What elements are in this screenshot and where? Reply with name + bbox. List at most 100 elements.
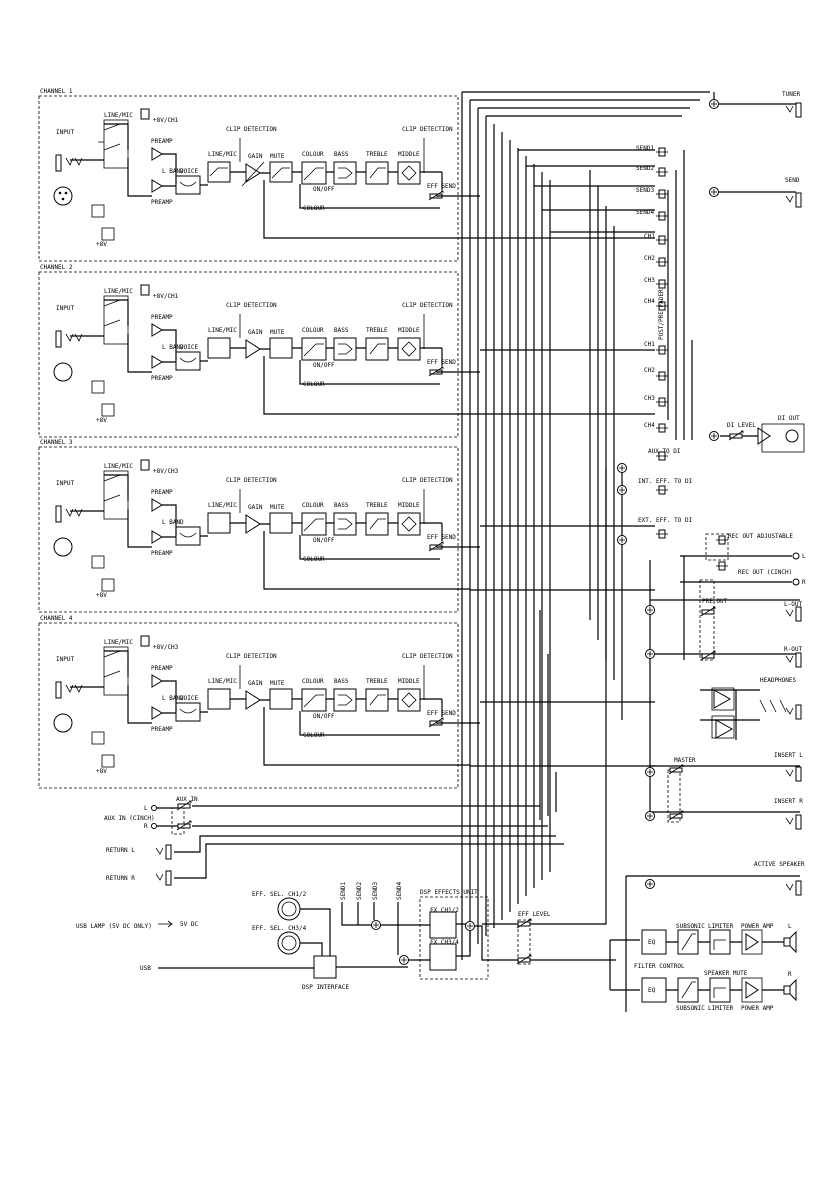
svg-text:LINE/MIC: LINE/MIC	[104, 463, 133, 470]
pre-out-label: PRE OUT	[702, 598, 728, 605]
svg-text:CHANNEL 2: CHANNEL 2	[40, 264, 73, 271]
filter-control-label: FILTER CONTROL	[634, 963, 685, 970]
phantom-v-label: +8V	[96, 241, 107, 248]
svg-text:BASS: BASS	[334, 502, 349, 509]
active-speaker-label: ACTIVE SPEAKER	[754, 861, 805, 868]
post-pre-fader-label: POST/PRE FADER	[658, 289, 665, 340]
svg-text:MIDDLE: MIDDLE	[398, 502, 420, 509]
colour-label: COLOUR	[302, 151, 324, 158]
channel-strip-4: CHANNEL 4 INPUT LINE/MIC +8V/CH3 PREAMP …	[38, 615, 480, 789]
usb-label: USB	[140, 965, 151, 972]
svg-text:TREBLE: TREBLE	[366, 502, 388, 509]
svg-text:MUTE: MUTE	[270, 680, 285, 687]
voice-label: VOICE	[180, 168, 198, 175]
channel-strip-1: CHANNEL 1 INPUT LINE/MIC +8V/CH1 PREAMP …	[38, 88, 480, 262]
eff-level-label: EFF LEVEL	[518, 911, 551, 918]
send4-label: SEND4	[636, 209, 654, 216]
ch3-b-label: CH3	[644, 395, 655, 402]
send1-label: SEND1	[636, 145, 654, 152]
speaker-icon-l	[783, 930, 797, 954]
headphones-jack-icon	[785, 704, 802, 720]
svg-text:TREBLE: TREBLE	[366, 678, 388, 685]
svg-text:L BAND: L BAND	[162, 344, 184, 351]
rec-out-label: REC OUT (CINCH)	[738, 569, 792, 576]
svg-text:CHANNEL 3: CHANNEL 3	[40, 439, 73, 446]
svg-text:GAIN: GAIN	[248, 504, 263, 511]
ch2-b-label: CH2	[644, 367, 655, 374]
return-l-jack-icon	[155, 844, 172, 860]
line-mic-label-2: LINE/MIC	[208, 151, 237, 158]
input-label: INPUT	[56, 129, 74, 136]
svg-text:INPUT: INPUT	[56, 656, 74, 663]
tuner-jack-icon	[785, 102, 802, 118]
tuner-label: TUNER	[782, 91, 800, 98]
aux-l-label: L	[144, 805, 148, 812]
svg-text:COLOUR: COLOUR	[302, 502, 324, 509]
limiter-label-r: LIMITER	[708, 1005, 734, 1012]
aux-r-label: R	[144, 823, 148, 830]
mute-label: MUTE	[270, 153, 285, 160]
return-r-label: RETURN R	[106, 875, 135, 882]
speaker-icon-r	[783, 978, 797, 1002]
svg-text:PREAMP: PREAMP	[151, 375, 173, 382]
return-r-jack-icon	[155, 870, 172, 886]
svg-text:+8V/CH3: +8V/CH3	[153, 644, 179, 651]
clip-detection-label: CLIP DETECTION	[226, 126, 277, 133]
limiter-label-l: LIMITER	[708, 923, 734, 930]
active-speaker-jack-icon	[785, 880, 802, 896]
svg-text:PREAMP: PREAMP	[151, 199, 173, 206]
svg-text:COLOUR: COLOUR	[302, 678, 324, 685]
bus-wiring	[461, 91, 800, 1012]
l-out-label: L-OUT	[784, 601, 802, 608]
svg-text:MIDDLE: MIDDLE	[398, 678, 420, 685]
svg-text:L BAND: L BAND	[162, 519, 184, 526]
rec-r-label: R	[802, 579, 806, 586]
xlr-out-icon	[785, 429, 799, 443]
svg-text:MUTE: MUTE	[270, 504, 285, 511]
xlr-jack-icon	[53, 713, 73, 733]
master-label: MASTER	[674, 757, 696, 764]
speaker-r-label: R	[788, 971, 792, 978]
headphones-label: HEADPHONES	[760, 677, 797, 684]
svg-text:ON/OFF: ON/OFF	[313, 362, 335, 369]
fx34-block	[429, 943, 457, 971]
eq-label-l: EQ	[648, 939, 656, 946]
power-amp-label-l: POWER AMP	[741, 923, 774, 930]
svg-text:CLIP DETECTION: CLIP DETECTION	[402, 477, 453, 484]
ch4-b-label: CH4	[644, 422, 655, 429]
xlr-jack-icon	[53, 186, 73, 206]
fx12-label: FX CH1/2	[430, 907, 459, 914]
di-level-label: DI LEVEL	[727, 422, 756, 429]
return-l-label: RETURN L	[106, 847, 135, 854]
svg-text:+8V: +8V	[96, 592, 107, 599]
aux-dsp-section: AUX IN L R AUX IN (CINCH) RETURN L RETUR…	[76, 468, 616, 991]
send-label: SEND	[785, 177, 800, 184]
send2-vert-label: SEND2	[356, 882, 363, 900]
preamp-label: PREAMP	[151, 138, 173, 145]
svg-text:VOICE: VOICE	[180, 344, 198, 351]
dsp-unit-label: DSP EFFECTS UNIT	[420, 889, 478, 896]
on-off-label: ON/OFF	[313, 186, 335, 193]
insert-l-label: INSERT L	[774, 752, 803, 759]
svg-text:+8V/CH1: +8V/CH1	[153, 293, 179, 300]
svg-text:+8V: +8V	[96, 768, 107, 775]
mute-block	[269, 161, 293, 183]
svg-text:LINE/MIC: LINE/MIC	[104, 288, 133, 295]
channel-strip-3: CHANNEL 3 INPUT LINE/MIC +8V/CH3 PREAMP …	[38, 439, 480, 613]
svg-text:CHANNEL 4: CHANNEL 4	[40, 615, 73, 622]
svg-text:LINE/MIC: LINE/MIC	[208, 678, 237, 685]
svg-text:CLIP DETECTION: CLIP DETECTION	[226, 302, 277, 309]
svg-text:CLIP DETECTION: CLIP DETECTION	[402, 653, 453, 660]
eq-block-r	[641, 977, 667, 1003]
treble-label: TREBLE	[366, 151, 388, 158]
aux-in-label: AUX IN (CINCH)	[104, 815, 155, 822]
aux-in-switch-label: AUX IN	[176, 796, 198, 803]
eff-sel-12-label: EFF. SEL. CH1/2	[252, 891, 307, 898]
svg-text:MIDDLE: MIDDLE	[398, 327, 420, 334]
dsp-interface-block	[313, 955, 337, 979]
line-mic-label: LINE/MIC	[104, 112, 133, 119]
xlr-jack-icon	[53, 537, 73, 557]
svg-text:BASS: BASS	[334, 678, 349, 685]
speaker-l-label: L	[788, 923, 792, 930]
svg-text:GAIN: GAIN	[248, 329, 263, 336]
